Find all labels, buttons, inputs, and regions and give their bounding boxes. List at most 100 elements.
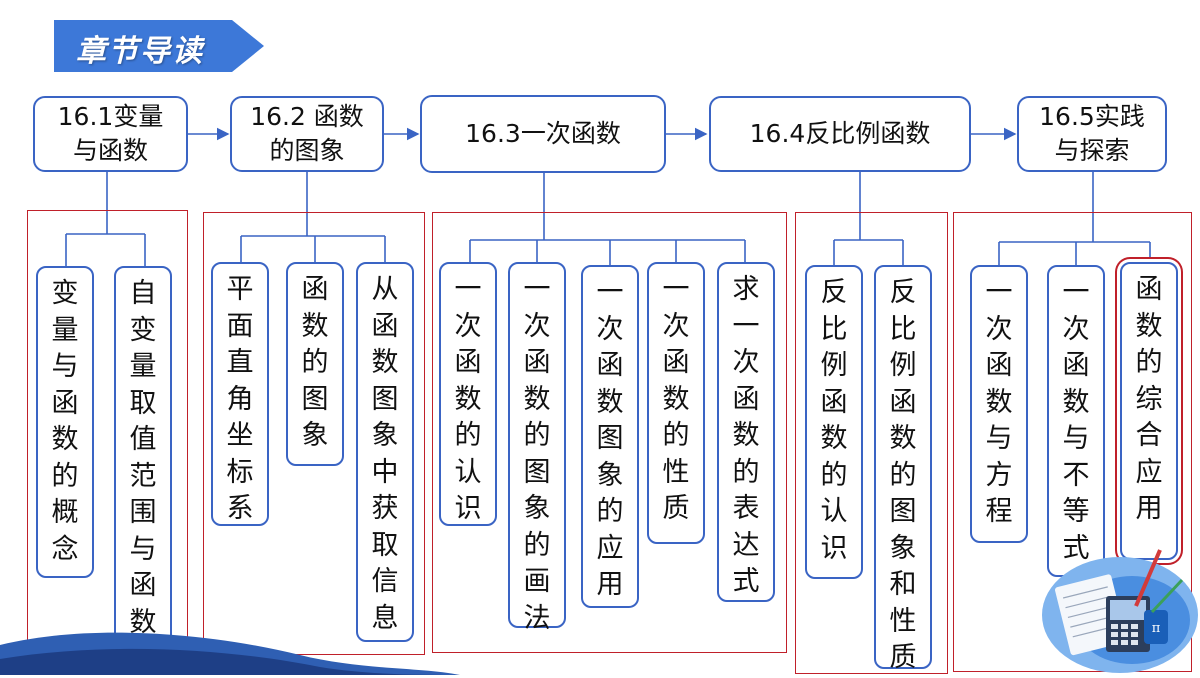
topic-char: 应	[596, 532, 624, 564]
topic-char: 和	[889, 569, 917, 600]
topic-char: 函	[1135, 274, 1163, 305]
topic-char: 的	[301, 347, 329, 378]
section-label: 16.3一次函数	[465, 119, 621, 148]
topic-char: 图	[596, 423, 624, 454]
topic-char: 式	[1062, 532, 1090, 564]
section-label: 16.4反比例函数	[749, 119, 931, 148]
topic-char: 图	[371, 383, 399, 415]
topic-char: 标	[226, 456, 254, 488]
topic-char: 直	[226, 347, 254, 378]
topic-char: 象	[523, 493, 551, 524]
decorative-wave	[0, 632, 460, 675]
topic-char: 认	[820, 496, 848, 527]
topic-box: 变量与函数的概念变量与函数的概念	[36, 266, 94, 578]
topic-char: 一	[662, 274, 690, 305]
topic-box: 一次函数的认识一次函数的认识	[439, 262, 497, 526]
topic-char: 取	[371, 529, 399, 561]
topic-char: 次	[732, 347, 760, 378]
topic-char: 例	[820, 350, 848, 381]
topic-char: 信	[371, 566, 399, 597]
topic-char: 合	[1135, 420, 1163, 451]
topic-char: 的	[889, 459, 917, 491]
topic-box: 从函数图象中获取信息从函数图象中获取信息	[356, 262, 414, 642]
topic-char: 一	[596, 277, 624, 308]
topic-char: 例	[889, 350, 917, 381]
topic-char: 一	[732, 310, 760, 342]
topic-char: 象	[596, 459, 624, 491]
topic-char: 数	[732, 420, 760, 451]
topic-char: 函	[662, 347, 690, 378]
section-label: 16.5实践与探索	[1039, 102, 1145, 165]
topic-box: 一次函数与方程一次函数与方程	[970, 265, 1028, 543]
topic-char: 性	[889, 605, 917, 637]
topic-char: 质	[889, 642, 917, 673]
topic-char: 应	[1135, 456, 1163, 488]
section-label: 16.2 函数的图象	[250, 102, 364, 165]
topic-char: 数	[662, 383, 690, 415]
topic-char: 与	[129, 533, 157, 565]
topic-char: 数	[1135, 310, 1163, 342]
topic-char: 用	[596, 569, 624, 600]
topic-char: 的	[51, 460, 79, 492]
topic-box: 一次函数图象的应用一次函数图象的应用	[581, 265, 639, 608]
topic-char: 认	[454, 456, 482, 488]
topic-char: 次	[523, 310, 551, 342]
topic-char: 函	[1062, 350, 1090, 381]
topic-group-16-3	[432, 212, 787, 653]
topic-char: 表	[732, 493, 760, 524]
topic-char: 变	[129, 314, 157, 346]
topic-char: 函	[51, 387, 79, 419]
topic-group-16-5	[953, 212, 1192, 672]
topic-char: 识	[454, 493, 482, 524]
topic-box: 自变量取值范围与函数值自变量取值范围与函数值	[114, 266, 172, 674]
topic-char: 值	[129, 424, 157, 455]
topic-char: 数	[371, 347, 399, 378]
section-16-2: 16.2 函数的图象	[230, 96, 384, 172]
topic-char: 一	[985, 277, 1013, 308]
topic-char: 的	[820, 459, 848, 491]
topic-char: 等	[1062, 496, 1090, 527]
topic-char: 数	[596, 386, 624, 418]
topic-char: 的	[662, 420, 690, 451]
topic-char: 次	[662, 310, 690, 342]
section-16-1: 16.1变量与函数	[33, 96, 188, 172]
topic-char: 比	[820, 313, 848, 345]
topic-char: 图	[889, 496, 917, 527]
topic-char: 数	[985, 386, 1013, 418]
topic-char: 数	[454, 383, 482, 415]
topic-char: 函	[371, 310, 399, 342]
topic-char: 取	[129, 387, 157, 419]
topic-char: 函	[889, 386, 917, 418]
topic-char: 式	[732, 566, 760, 597]
topic-box: 反比例函数的认识反比例函数的认识	[805, 265, 863, 579]
topic-char: 达	[732, 529, 760, 561]
topic-char: 面	[226, 310, 254, 342]
topic-char: 念	[51, 533, 79, 565]
section-label: 16.1变量与函数	[57, 102, 164, 165]
topic-char: 性	[662, 456, 690, 488]
topic-char: 程	[985, 496, 1013, 527]
topic-char: 的	[596, 496, 624, 527]
topic-char: 数	[129, 606, 157, 638]
topic-char: 比	[889, 313, 917, 345]
topic-char: 数	[1062, 386, 1090, 418]
topic-box: 函数的图象函数的图象	[286, 262, 344, 466]
topic-char: 法	[523, 602, 551, 634]
topic-char: 获	[371, 493, 399, 524]
topic-char: 角	[226, 383, 254, 415]
topic-char: 用	[1135, 493, 1163, 524]
topic-char: 象	[889, 532, 917, 564]
topic-char: 不	[1062, 459, 1090, 491]
topic-char: 图	[523, 456, 551, 488]
topic-char: 的	[1135, 347, 1163, 378]
topic-char: 函	[301, 274, 329, 305]
banner-arrow-shape	[54, 20, 264, 72]
topic-char: 函	[820, 386, 848, 418]
topic-char: 的	[523, 529, 551, 561]
topic-char: 质	[662, 493, 690, 524]
svg-text:π: π	[1152, 621, 1161, 636]
topic-char: 数	[820, 423, 848, 454]
topic-char: 的	[454, 420, 482, 451]
topic-char: 函	[732, 383, 760, 415]
